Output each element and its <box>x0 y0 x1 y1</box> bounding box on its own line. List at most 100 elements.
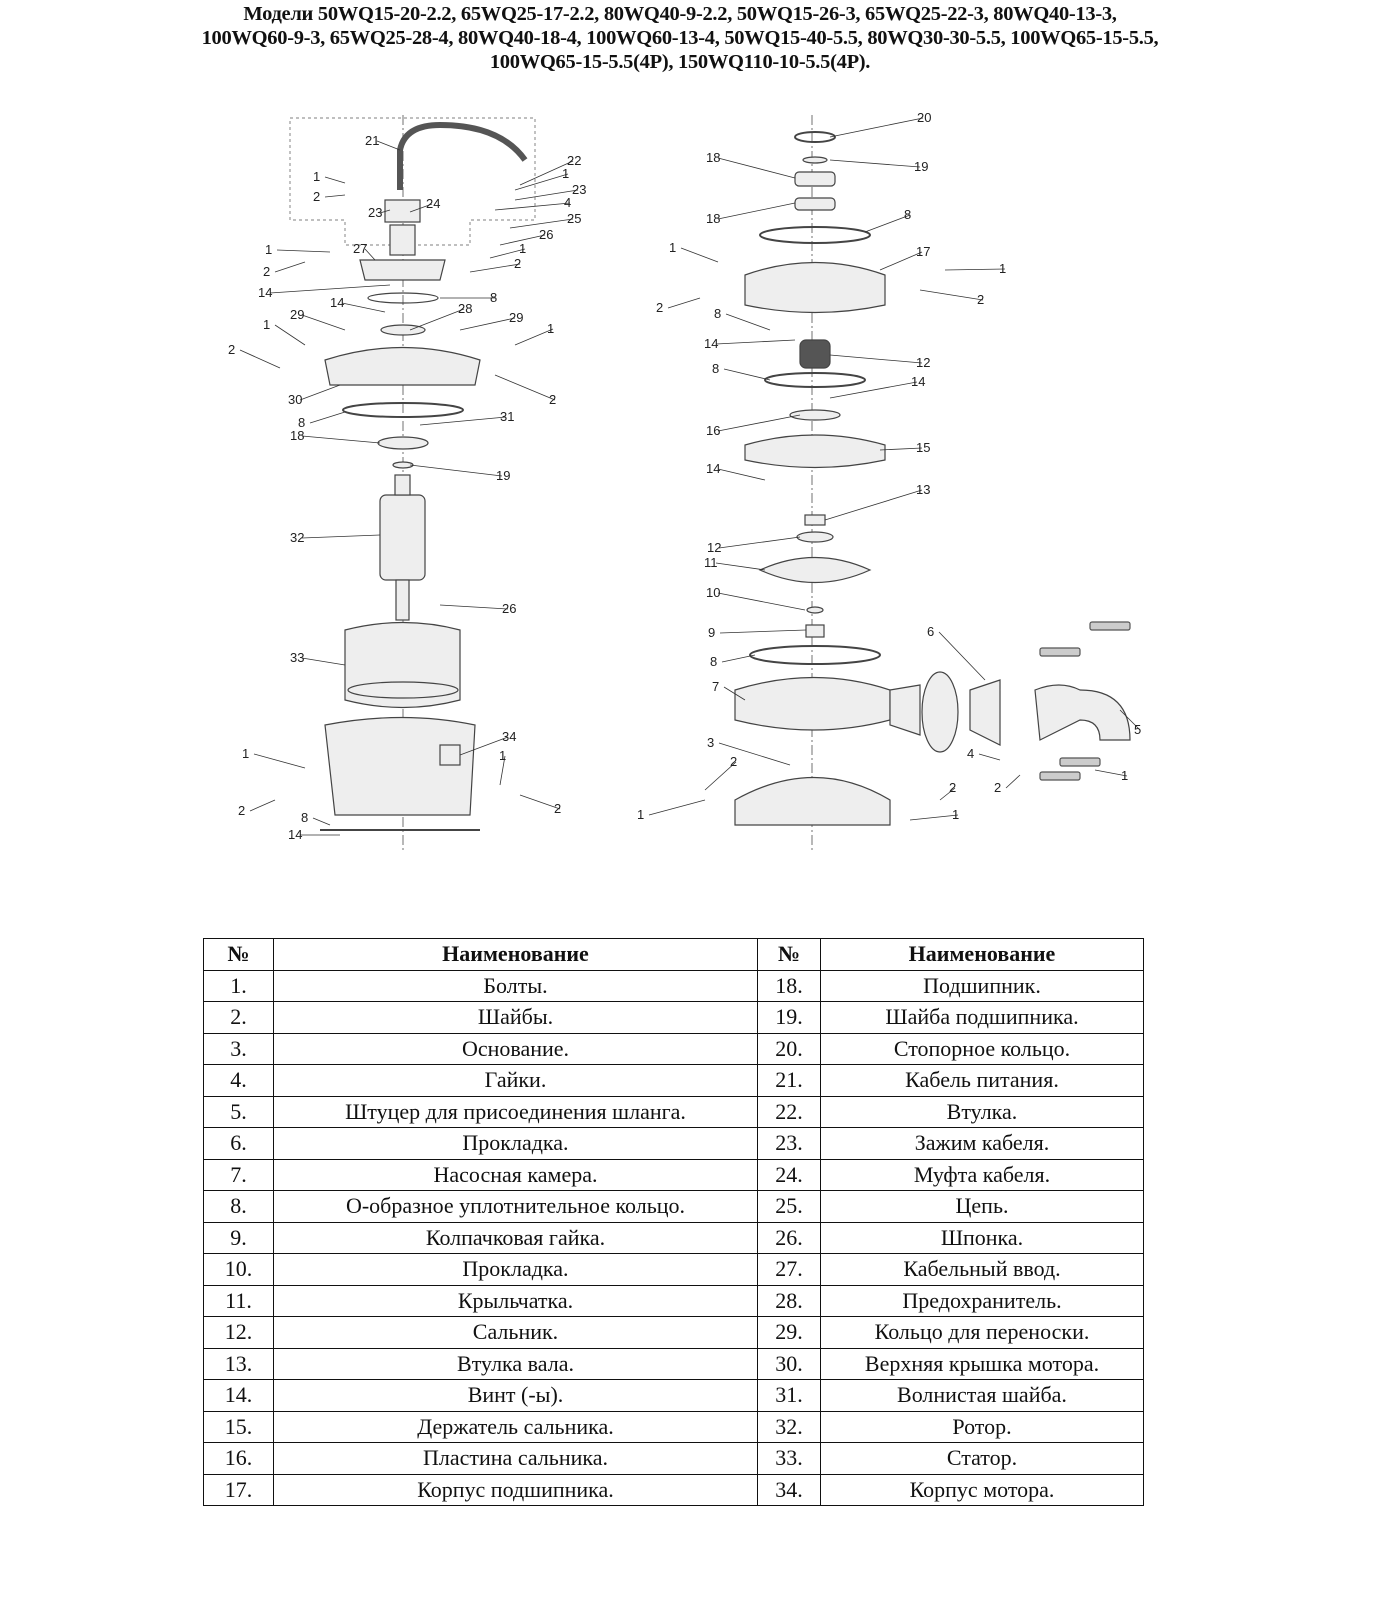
part-name-2: Шайба подшипника. <box>820 1001 1144 1034</box>
part-number-2: 34. <box>757 1473 821 1506</box>
callout-label: 18 <box>290 428 304 443</box>
callout-label: 1 <box>242 746 249 761</box>
callout-label: 1 <box>519 241 526 256</box>
callout-label: 20 <box>917 110 931 125</box>
callout-label: 33 <box>290 650 304 665</box>
table-row: 6.Прокладка.23.Зажим кабеля. <box>203 1127 1144 1160</box>
callout-label: 5 <box>1134 722 1141 737</box>
callout-leader-line <box>341 302 386 313</box>
callout-label: 23 <box>368 205 382 220</box>
callout-label: 31 <box>500 409 514 424</box>
part-number-2: 29. <box>757 1316 821 1349</box>
callout-label: 24 <box>426 196 440 211</box>
table-header-row: № Наименование № Наименование <box>203 938 1144 971</box>
callout-leader-line <box>1005 774 1021 789</box>
part-name: Держатель сальника. <box>273 1410 758 1443</box>
callout-label: 2 <box>549 392 556 407</box>
part-number: 15. <box>203 1410 274 1443</box>
callout-label: 2 <box>263 264 270 279</box>
part-name-2: Корпус мотора. <box>820 1473 1144 1506</box>
callout-label: 19 <box>914 159 928 174</box>
callout-leader-line <box>514 189 579 201</box>
callout-leader-line <box>938 631 986 681</box>
callout-label: 6 <box>927 624 934 639</box>
callout-label: 17 <box>916 244 930 259</box>
callout-leader-line <box>939 787 956 801</box>
callout-leader-line <box>301 534 381 539</box>
callout-label: 2 <box>994 780 1001 795</box>
callout-leader-line <box>253 753 306 769</box>
table-row: 5.Штуцер для присоединения шланга.22.Вту… <box>203 1095 1144 1128</box>
callout-leader-line <box>721 654 756 663</box>
callout-label: 2 <box>554 801 561 816</box>
callout-label: 14 <box>288 827 302 842</box>
callout-label: 30 <box>288 392 302 407</box>
callout-label: 8 <box>298 415 305 430</box>
part-number: 7. <box>203 1158 274 1191</box>
callout-label: 34 <box>502 729 516 744</box>
callout-label: 14 <box>911 374 925 389</box>
callout-label: 25 <box>567 211 581 226</box>
part-number: 11. <box>203 1284 274 1317</box>
part-number-2: 21. <box>757 1064 821 1097</box>
callout-label: 1 <box>999 261 1006 276</box>
callout-label: 1 <box>1121 768 1128 783</box>
callout-label: 8 <box>301 810 308 825</box>
callout-leader-line <box>509 218 574 229</box>
callout-leader-line <box>718 742 791 766</box>
table-row: 12.Сальник.29.Кольцо для переноски. <box>203 1316 1144 1349</box>
part-name: Винт (-ы). <box>273 1379 758 1412</box>
callout-label: 23 <box>572 182 586 197</box>
part-name-2: Цепь. <box>820 1190 1144 1223</box>
part-number: 1. <box>203 969 274 1002</box>
callout-leader-line <box>719 629 807 634</box>
part-name-2: Подшипник. <box>820 969 1144 1002</box>
callout-label: 7 <box>712 679 719 694</box>
callout-leader-line <box>276 249 331 253</box>
callout-leader-line <box>864 214 911 233</box>
part-number-2: 27. <box>757 1253 821 1286</box>
part-number: 3. <box>203 1032 274 1065</box>
part-number: 10. <box>203 1253 274 1286</box>
callout-label: 2 <box>656 300 663 315</box>
callout-label: 1 <box>547 321 554 336</box>
part-number: 13. <box>203 1347 274 1380</box>
part-number: 5. <box>203 1095 274 1128</box>
callout-label: 16 <box>706 423 720 438</box>
table-row: 15.Держатель сальника.32.Ротор. <box>203 1410 1144 1443</box>
callout-label: 1 <box>669 240 676 255</box>
callout-label: 2 <box>977 292 984 307</box>
part-name-2: Кабель питания. <box>820 1064 1144 1097</box>
part-name-2: Волнистая шайба. <box>820 1379 1144 1412</box>
part-name: Пластина сальника. <box>273 1442 758 1475</box>
part-name: О-образное уплотнительное кольцо. <box>273 1190 758 1223</box>
part-name: Крыльчатка. <box>273 1284 758 1317</box>
table-row: 17.Корпус подшипника.34.Корпус мотора. <box>203 1473 1144 1506</box>
callout-leader-line <box>249 799 276 812</box>
table-row: 11.Крыльчатка.28.Предохранитель. <box>203 1284 1144 1317</box>
callout-label: 2 <box>238 803 245 818</box>
callout-leader-line <box>717 414 801 432</box>
callout-leader-line <box>409 308 465 331</box>
callout-label: 2 <box>514 256 521 271</box>
callout-leader-line <box>824 489 923 521</box>
part-name: Болты. <box>273 969 758 1002</box>
callout-leader-line <box>519 160 574 186</box>
part-name-2: Стопорное кольцо. <box>820 1032 1144 1065</box>
part-name: Гайки. <box>273 1064 758 1097</box>
callout-leader-line <box>459 317 516 331</box>
callout-label: 2 <box>949 780 956 795</box>
callout-leader-line <box>364 248 376 261</box>
callout-label: 19 <box>496 468 510 483</box>
part-name-2: Муфта кабеля. <box>820 1158 1144 1191</box>
callout-label: 18 <box>706 150 720 165</box>
part-name-2: Втулка. <box>820 1095 1144 1128</box>
callout-label: 1 <box>637 807 644 822</box>
callout-label: 28 <box>458 301 472 316</box>
callout-leader-line <box>379 209 391 214</box>
table-row: 3.Основание.20.Стопорное кольцо. <box>203 1032 1144 1065</box>
part-number-2: 22. <box>757 1095 821 1128</box>
part-number: 14. <box>203 1379 274 1412</box>
table-row: 2.Шайбы.19.Шайба подшипника. <box>203 1001 1144 1034</box>
callout-leader-line <box>879 251 923 271</box>
